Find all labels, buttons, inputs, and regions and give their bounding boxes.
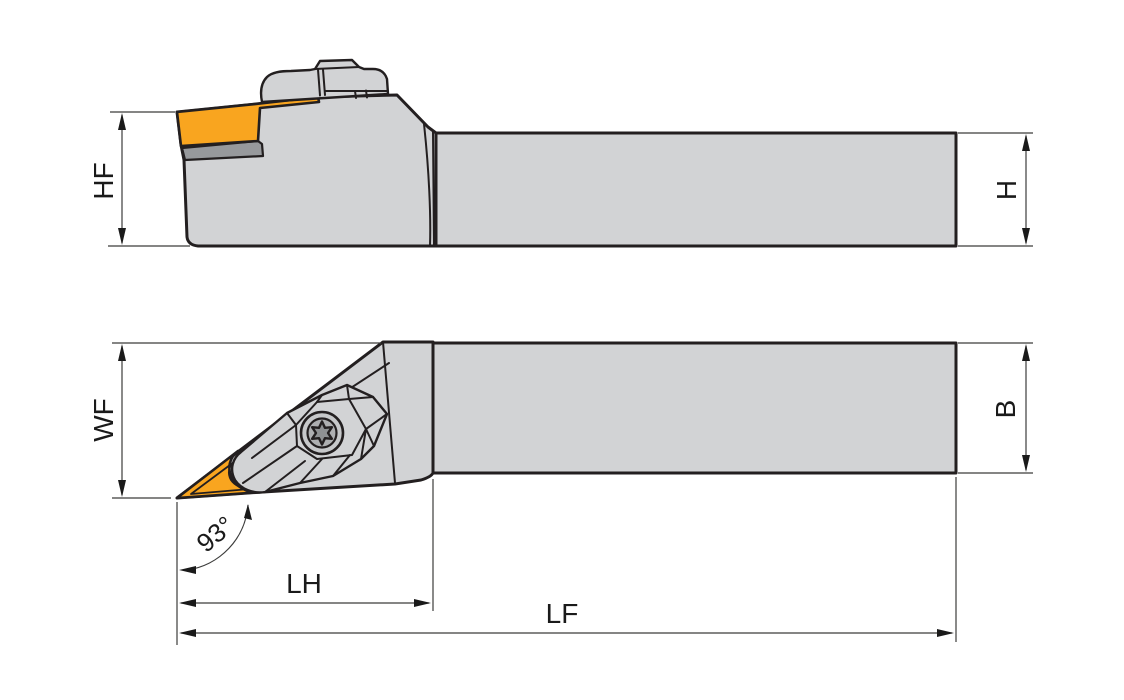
top-view-shank: [431, 341, 958, 475]
dimension-lf: LF: [179, 477, 957, 642]
dim-label-lf: LF: [546, 598, 579, 629]
head-transition-edge: [423, 123, 432, 247]
dimension-wf: WF: [88, 342, 381, 499]
side-view-clamp-details: [314, 66, 388, 99]
head-transition-edge-2: [432, 131, 435, 247]
torx-screw: [299, 410, 345, 456]
side-view: HF H: [88, 58, 1033, 248]
dim-label-h: H: [991, 180, 1022, 200]
side-view-shank: [434, 131, 958, 248]
dim-label-angle: 93°: [191, 510, 240, 558]
dim-label-b: B: [990, 400, 1021, 419]
torx-star-icon: [310, 420, 334, 446]
dim-label-lh: LH: [286, 568, 322, 599]
dimension-angle: 93°: [176, 502, 252, 645]
top-view-clamp-facets: [242, 384, 388, 493]
dimension-h: H: [958, 132, 1033, 247]
dim-label-wf: WF: [88, 398, 119, 442]
dimension-b: B: [958, 342, 1033, 474]
top-view: WF B 93° LH: [88, 340, 1033, 645]
dimension-lh: LH: [179, 479, 434, 611]
dim-label-hf: HF: [88, 162, 119, 199]
dimension-hf: HF: [88, 111, 190, 247]
